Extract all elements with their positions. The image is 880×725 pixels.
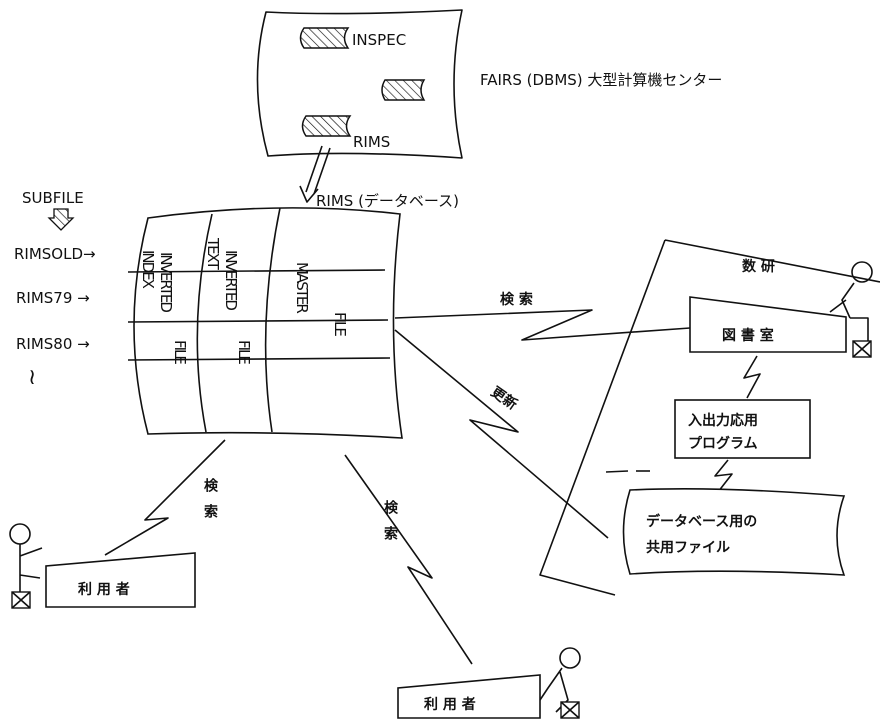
subfile-down-arrow-icon — [47, 208, 75, 231]
io-program-box: 入出力応用 プログラム — [674, 399, 811, 459]
update-label: 更新 — [488, 383, 521, 413]
hatch-block-icon — [852, 340, 872, 358]
library-terminal: 図 書 室 — [689, 296, 847, 353]
bottom-user-terminal: 利 用 者 — [397, 674, 541, 719]
shared-file-line1: データベース用の — [646, 513, 757, 530]
rims-label: RIMS — [353, 133, 390, 151]
hatch-block-icon — [11, 591, 31, 609]
rims-db-block — [301, 115, 352, 137]
word-text: TEXT — [204, 237, 222, 271]
word-index: INDEX — [139, 250, 157, 289]
suken-label: 数 研 — [742, 258, 775, 275]
search-link-library — [394, 309, 691, 341]
unnamed-db-block — [381, 79, 426, 101]
subfile-item-rimsold: RIMSOLD→ — [14, 245, 96, 263]
left-user-label: 利 用 者 — [78, 581, 130, 598]
svg-text:更新: 更新 — [488, 383, 521, 413]
left-user-terminal: 利 用 者 — [45, 552, 196, 608]
person-icon — [829, 261, 873, 345]
computer-center: INSPEC RIMS — [256, 9, 463, 159]
word-inverted: INVERTED — [222, 250, 240, 310]
bottom-user-label: 利 用 者 — [424, 696, 476, 713]
io-program-line2: プログラム — [688, 435, 758, 452]
master-file: MASTER FILE — [293, 262, 349, 336]
inspec-label: INSPEC — [352, 31, 406, 49]
word-file: FILE — [331, 312, 349, 336]
inspec-db-block — [299, 27, 350, 49]
person-icon — [539, 647, 581, 713]
io-file-link — [714, 459, 733, 493]
person-icon — [9, 523, 43, 598]
word-master: MASTER — [293, 262, 311, 313]
hatch-block-icon — [560, 701, 580, 719]
word-inverted: INVERTED — [157, 252, 175, 312]
search-link-bottom-user — [344, 454, 473, 665]
library-label: 図 書 室 — [722, 327, 774, 344]
index-inverted-file: INDEX INVERTED FILE — [139, 250, 189, 364]
update-link — [394, 329, 609, 539]
word-file: FILE — [235, 340, 253, 364]
suken-boundary — [539, 239, 880, 596]
word-file: FILE — [171, 340, 189, 364]
search-link-left-user — [104, 439, 226, 556]
subfile-item-rims80: RIMS80 → — [16, 335, 90, 353]
center-caption: FAIRS (DBMS) 大型計算機センター — [480, 71, 722, 89]
io-program-line1: 入出力応用 — [688, 412, 758, 429]
shared-file: データベース用の 共用ファイル — [622, 488, 846, 576]
text-inverted-file: TEXT INVERTED FILE — [204, 237, 253, 364]
file-bundle — [127, 207, 403, 439]
shared-file-line2: 共用ファイル — [646, 539, 730, 556]
rims-database-label: RIMS (データベース) — [316, 192, 459, 210]
search-label-left-v: 検索 — [202, 477, 218, 530]
search-label-bottom-v: 検索 — [382, 499, 398, 552]
subfile-item-rims79: RIMS79 → — [16, 289, 90, 307]
subfile-continuation: ≀ — [28, 365, 36, 390]
transfer-arrow-icon — [299, 145, 331, 203]
subfile-label: SUBFILE — [22, 189, 84, 207]
library-io-link — [743, 355, 761, 399]
search-label-library: 検 索 — [500, 291, 533, 308]
